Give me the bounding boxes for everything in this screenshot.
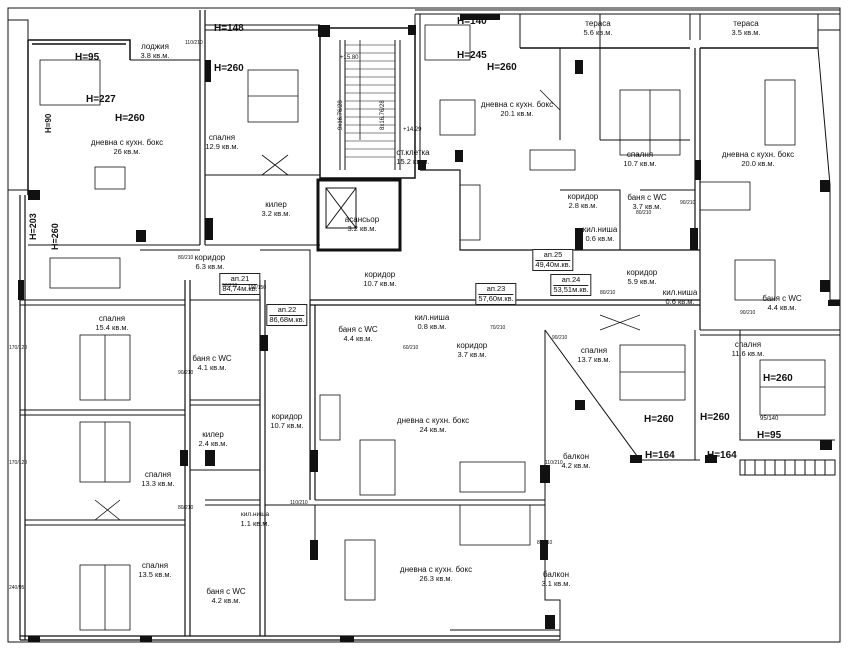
height-mark: H=260 — [644, 414, 674, 425]
door-mark: 90/210 — [222, 283, 238, 289]
height-mark: H=245 — [457, 50, 487, 61]
height-mark: H=260 — [115, 113, 145, 124]
height-mark: H=260 — [487, 62, 517, 73]
door-mark: 60/210 — [403, 345, 419, 351]
level-mark: +15.80 — [340, 55, 359, 61]
stair-mark: 8x16.76/28 — [380, 100, 386, 130]
door-mark: 170/120 — [9, 345, 28, 351]
door-mark: 90/210 — [680, 200, 696, 206]
door-mark: 110/210 — [545, 460, 563, 466]
door-mark: 100/150 — [248, 285, 267, 291]
door-mark: 110/210 — [185, 40, 203, 46]
door-mark: 80/210 — [178, 255, 194, 261]
stair-mark: 9x16.76/28 — [338, 100, 344, 130]
height-mark: H=203 — [28, 213, 38, 240]
height-mark: H=95 — [757, 430, 782, 441]
height-mark: H=140 — [457, 16, 487, 27]
door-mark: 170/120 — [9, 460, 28, 466]
door-mark: 70/210 — [490, 325, 506, 331]
height-mark: H=227 — [86, 94, 116, 105]
door-mark: 90/210 — [740, 310, 756, 316]
level-mark: +14.29 — [403, 127, 422, 133]
door-mark: 80/210 — [178, 505, 194, 511]
height-mark: H=90 — [44, 113, 53, 133]
height-mark: H=260 — [763, 373, 793, 384]
height-mark: H=95 — [75, 52, 100, 63]
door-mark: 110/210 — [290, 500, 308, 506]
height-mark: H=260 — [214, 63, 244, 74]
door-mark: 80/210 — [537, 540, 553, 546]
door-mark: 240/95 — [9, 585, 25, 591]
height-mark: H=164 — [645, 450, 675, 461]
door-mark: 90/210 — [552, 335, 568, 341]
door-mark: 80/210 — [636, 210, 652, 216]
height-mark: H=148 — [214, 23, 244, 34]
height-mark: H=164 — [707, 450, 737, 461]
height-mark: H=260 — [700, 412, 730, 423]
left-loggia-hatch — [7, 19, 29, 191]
door-mark: 90/210 — [178, 370, 194, 376]
door-mark: 80/210 — [600, 290, 616, 296]
height-mark-small: 95/140 — [760, 416, 779, 422]
height-mark: H=260 — [50, 223, 60, 250]
